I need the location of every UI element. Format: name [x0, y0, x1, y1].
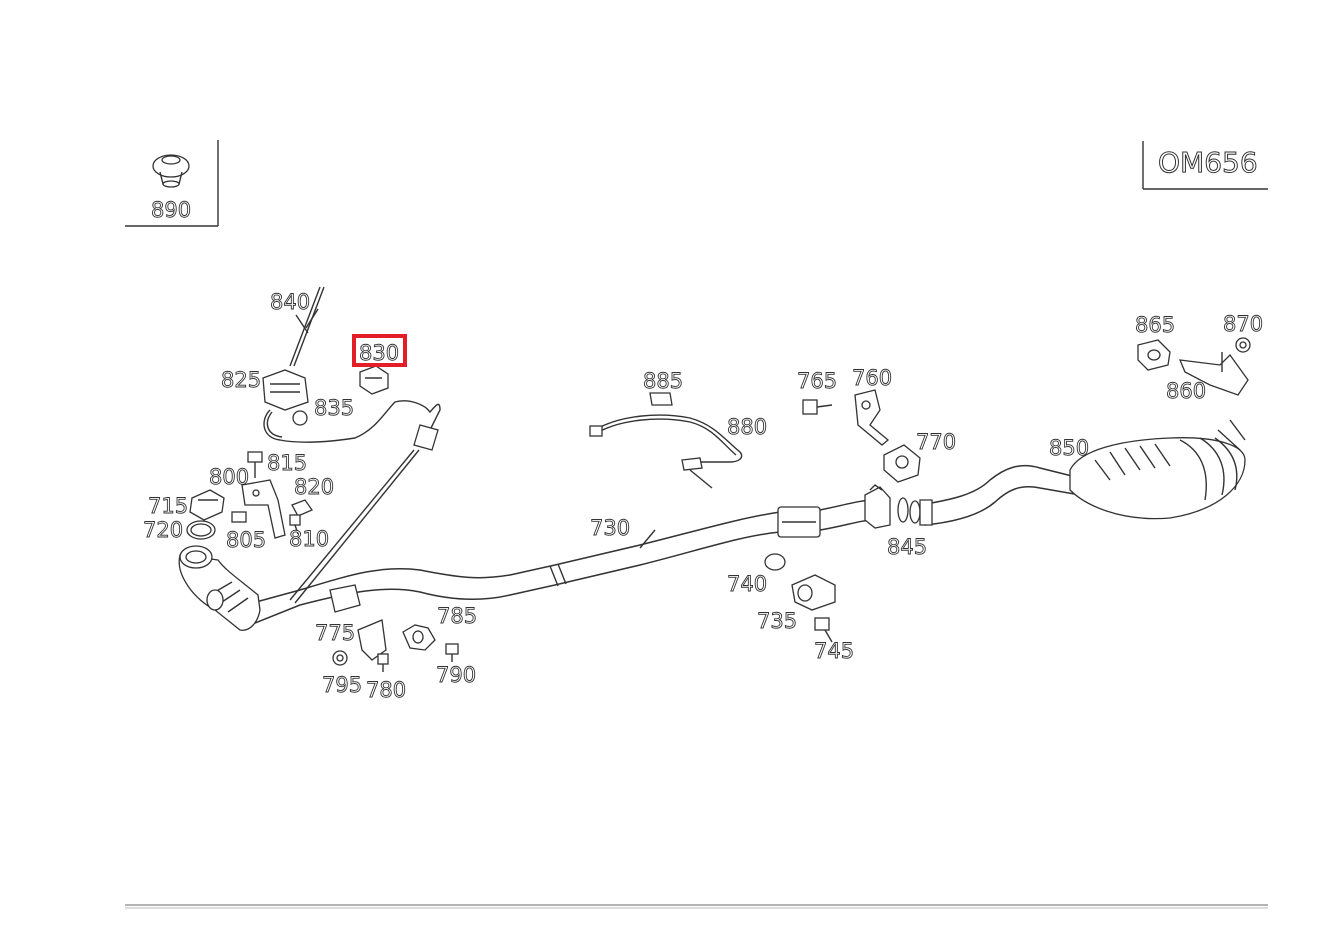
bottom-rule	[125, 904, 1268, 909]
highlight-830	[352, 334, 407, 367]
label-830[interactable]: 830	[359, 341, 400, 366]
inset-890-box: 890	[125, 140, 219, 227]
bolt-790	[445, 643, 459, 662]
control-unit-825	[262, 369, 309, 426]
rear-muffler-850	[919, 419, 1246, 526]
bracket-800	[241, 479, 286, 539]
flange-845	[864, 484, 933, 529]
clamp-735	[791, 574, 836, 611]
label-720: 720	[143, 518, 183, 542]
part-labels: 840 830 825 835 885 880 765 760 770 865 …	[143, 290, 1264, 703]
engine-code-box: OM656	[1142, 141, 1268, 190]
label-780: 780	[366, 678, 406, 702]
bracket-860	[1178, 352, 1249, 396]
rubber-hanger-785	[402, 624, 436, 651]
bolt-815	[247, 451, 263, 478]
label-890: 890	[151, 198, 191, 222]
hanger-770	[883, 444, 921, 483]
sensor-line-880	[589, 392, 743, 489]
label-715: 715	[148, 494, 188, 518]
label-735: 735	[757, 609, 797, 633]
label-785: 785	[437, 604, 477, 628]
leader-lines	[305, 308, 656, 549]
label-805: 805	[226, 528, 266, 552]
label-820: 820	[294, 475, 334, 499]
clip-890-icon	[152, 154, 190, 188]
gasket-715	[189, 489, 225, 521]
label-880: 880	[727, 415, 767, 439]
label-800: 800	[209, 465, 249, 489]
label-795: 795	[322, 673, 362, 697]
label-835: 835	[314, 396, 354, 420]
label-840: 840	[270, 290, 310, 314]
label-850: 850	[1049, 436, 1089, 460]
label-740: 740	[727, 572, 767, 596]
label-745: 745	[814, 639, 854, 663]
label-815: 815	[267, 451, 307, 475]
mount-bracket-775	[329, 584, 387, 661]
label-870: 870	[1223, 312, 1263, 336]
bolt-810	[289, 514, 301, 535]
bolt-780	[377, 653, 389, 672]
label-865: 865	[1135, 313, 1175, 337]
label-825: 825	[221, 368, 261, 392]
sleeve-805	[231, 511, 247, 523]
sensor-cables	[263, 400, 441, 604]
label-760: 760	[852, 366, 892, 390]
bracket-760	[854, 389, 890, 446]
front-catalyst	[178, 545, 261, 631]
rubber-mount-865	[1137, 339, 1171, 371]
bolt-745	[814, 617, 833, 643]
stud-820	[291, 499, 313, 517]
label-790: 790	[436, 663, 476, 687]
label-730: 730	[590, 516, 630, 540]
label-845: 845	[887, 535, 927, 559]
label-775: 775	[315, 621, 355, 645]
ring-720	[186, 520, 216, 540]
label-770: 770	[916, 430, 956, 454]
label-885: 885	[643, 369, 683, 393]
pin-840	[289, 286, 325, 367]
bolt-765	[802, 399, 833, 415]
connector-830	[359, 365, 389, 395]
clamp-740	[764, 553, 786, 571]
nut-870	[1235, 337, 1251, 353]
label-860: 860	[1166, 379, 1206, 403]
label-810: 810	[289, 527, 329, 551]
nut-795	[332, 650, 348, 666]
engine-code: OM656	[1158, 146, 1258, 179]
label-765: 765	[797, 369, 837, 393]
